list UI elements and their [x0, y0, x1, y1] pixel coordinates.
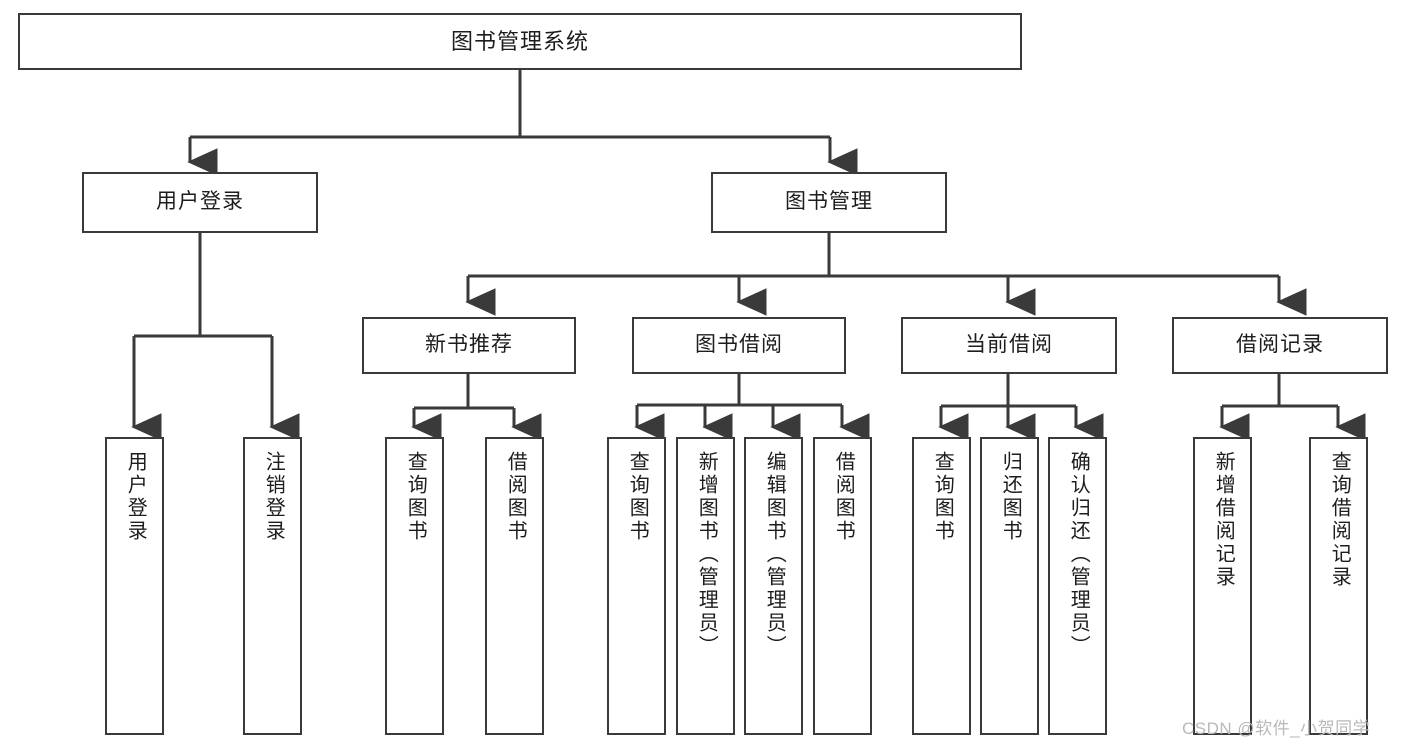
node-current-borrow-label: 当前借阅	[965, 333, 1053, 357]
node-leaf-add-book[interactable]: 新增图书（管理员）	[676, 437, 735, 735]
node-new-book-recommend[interactable]: 新书推荐	[362, 317, 576, 374]
node-leaf-logout-login[interactable]: 注销登录	[243, 437, 302, 735]
node-user-login-label: 用户登录	[156, 190, 244, 214]
node-leaf-borrow-book-1-label: 借阅图书	[504, 451, 527, 543]
node-book-manage-label: 图书管理	[785, 190, 873, 214]
node-leaf-add-record[interactable]: 新增借阅记录	[1193, 437, 1252, 735]
node-leaf-user-login[interactable]: 用户登录	[105, 437, 164, 735]
node-leaf-query-book-1[interactable]: 查询图书	[385, 437, 444, 735]
node-leaf-borrow-book-1[interactable]: 借阅图书	[485, 437, 544, 735]
node-new-book-recommend-label: 新书推荐	[425, 333, 513, 357]
node-leaf-edit-book[interactable]: 编辑图书（管理员）	[744, 437, 803, 735]
node-book-borrow[interactable]: 图书借阅	[632, 317, 846, 374]
node-leaf-query-book-2[interactable]: 查询图书	[607, 437, 666, 735]
node-leaf-borrow-book-2-label: 借阅图书	[832, 451, 855, 543]
node-current-borrow[interactable]: 当前借阅	[901, 317, 1117, 374]
node-leaf-query-record-label: 查询借阅记录	[1328, 451, 1351, 589]
node-leaf-query-book-3[interactable]: 查询图书	[912, 437, 971, 735]
node-leaf-confirm-return[interactable]: 确认归还（管理员）	[1048, 437, 1107, 735]
node-leaf-return-book[interactable]: 归还图书	[980, 437, 1039, 735]
node-root-system-label: 图书管理系统	[450, 28, 589, 54]
node-leaf-edit-book-label: 编辑图书（管理员）	[763, 451, 786, 658]
node-leaf-borrow-book-2[interactable]: 借阅图书	[813, 437, 872, 735]
node-leaf-user-login-label: 用户登录	[124, 451, 147, 543]
watermark-text: CSDN @软件_小贺同学	[1182, 719, 1371, 738]
node-leaf-add-book-label: 新增图书（管理员）	[695, 451, 718, 658]
node-user-login[interactable]: 用户登录	[82, 172, 318, 233]
node-leaf-add-record-label: 新增借阅记录	[1212, 451, 1235, 589]
node-borrow-record-label: 借阅记录	[1236, 333, 1324, 357]
node-book-manage[interactable]: 图书管理	[711, 172, 947, 233]
node-root-system[interactable]: 图书管理系统	[18, 13, 1022, 70]
node-leaf-logout-login-label: 注销登录	[262, 451, 285, 543]
node-book-borrow-label: 图书借阅	[695, 333, 783, 357]
node-leaf-query-record[interactable]: 查询借阅记录	[1309, 437, 1368, 735]
node-leaf-query-book-3-label: 查询图书	[931, 451, 954, 543]
node-leaf-return-book-label: 归还图书	[999, 451, 1022, 543]
node-leaf-query-book-1-label: 查询图书	[404, 451, 427, 543]
node-leaf-query-book-2-label: 查询图书	[626, 451, 649, 543]
node-leaf-confirm-return-label: 确认归还（管理员）	[1067, 451, 1090, 658]
node-borrow-record[interactable]: 借阅记录	[1172, 317, 1388, 374]
